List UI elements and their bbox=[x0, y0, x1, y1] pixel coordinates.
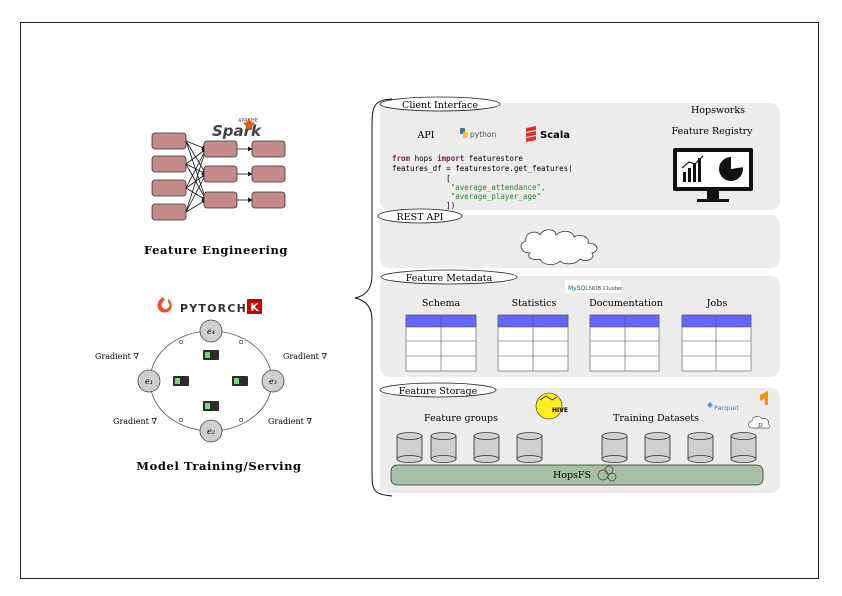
node-e2: e₂ bbox=[207, 427, 215, 436]
hive-label: HIVE bbox=[552, 407, 568, 414]
spark-node bbox=[151, 203, 187, 221]
python-icon bbox=[460, 128, 468, 138]
gradient-label: Gradient ∇ bbox=[268, 417, 312, 426]
spark-node bbox=[251, 191, 286, 209]
column-schema: Schema bbox=[422, 298, 461, 309]
cloud-icon bbox=[520, 229, 598, 265]
code-snippet: from hops import featurestore features_d… bbox=[392, 154, 573, 210]
spark-node bbox=[203, 165, 238, 183]
hive-icon: HIVE bbox=[535, 392, 568, 420]
hopsfs-label: HopsFS bbox=[553, 470, 591, 481]
model-training-label: Model Training/Serving bbox=[136, 459, 301, 473]
scala-icon bbox=[526, 126, 536, 142]
client-title: Client Interface bbox=[402, 100, 478, 111]
parquet-icon bbox=[707, 402, 713, 408]
spark-node bbox=[203, 140, 238, 158]
mysql-badge bbox=[565, 280, 621, 293]
ring-node bbox=[137, 369, 161, 393]
metadata-title: Feature Metadata bbox=[406, 273, 493, 284]
node-e4: e₄ bbox=[207, 327, 215, 336]
disk-icon bbox=[601, 432, 628, 463]
column-documentation: Documentation bbox=[589, 298, 663, 309]
spark-node bbox=[251, 140, 286, 158]
metadata-tables bbox=[405, 314, 752, 372]
code-line: "average_attendance", bbox=[392, 183, 546, 192]
pytorch-logo: PYTORCH K bbox=[157, 297, 262, 315]
ring-node bbox=[261, 369, 285, 393]
node-e3: e₃ bbox=[269, 377, 277, 386]
code-line: ]) bbox=[392, 201, 455, 210]
code-line: "average_player_age" bbox=[392, 192, 541, 201]
spark-node bbox=[203, 191, 238, 209]
gradient-label: Gradient ∇ bbox=[95, 352, 139, 361]
feature-group-disks bbox=[396, 432, 543, 463]
ring-node bbox=[199, 419, 223, 443]
spark-node bbox=[251, 165, 286, 183]
parquet-label: Parquet bbox=[714, 404, 739, 412]
metadata-table bbox=[589, 314, 660, 372]
metadata-table bbox=[497, 314, 569, 372]
keras-text: K bbox=[250, 301, 259, 314]
metadata-table bbox=[405, 314, 477, 372]
spark-node bbox=[151, 132, 187, 150]
hopsfs-icon bbox=[597, 465, 617, 482]
metadata-panel bbox=[380, 276, 780, 377]
rest-title: REST API bbox=[397, 212, 444, 223]
code-line: from hops import featurestore bbox=[392, 154, 523, 163]
disk-icon bbox=[516, 432, 543, 463]
ring-node bbox=[199, 319, 223, 343]
feature-registry-label: Feature Registry bbox=[672, 126, 754, 137]
svg-text:p: p bbox=[758, 421, 763, 429]
gradient-label: Gradient ∇ bbox=[283, 352, 327, 361]
column-jobs: Jobs bbox=[706, 298, 728, 309]
feature-engineering-label: Feature Engineering bbox=[144, 243, 288, 257]
disk-icon bbox=[430, 432, 457, 463]
pytorch-flame-icon bbox=[157, 297, 172, 313]
metadata-table bbox=[681, 314, 752, 372]
figure-frame bbox=[20, 22, 819, 579]
spark-star-icon bbox=[243, 118, 255, 130]
spark-text: Spark bbox=[212, 122, 262, 140]
column-statistics: Statistics bbox=[512, 298, 557, 309]
hopsfs-bar bbox=[390, 464, 764, 486]
storage-title: Feature Storage bbox=[399, 386, 478, 397]
hopsworks-label: Hopsworks bbox=[691, 105, 745, 116]
mysql-label: MySQL bbox=[568, 285, 589, 292]
pytorch-text: PYTORCH bbox=[180, 302, 247, 315]
allreduce-ring: e₄ e₁ e₃ e₂ Gradient ∇ Gradient ∇ Gradie… bbox=[95, 319, 327, 443]
disk-icon bbox=[730, 432, 757, 463]
petastorm-icon: p bbox=[748, 416, 770, 429]
spark-node bbox=[151, 155, 187, 173]
code-line: features_df = featurestore.get_features( bbox=[392, 164, 573, 173]
monitor-icon bbox=[673, 148, 753, 202]
spark-logo: APACHE Spark bbox=[212, 118, 262, 140]
disk-icon bbox=[644, 432, 671, 463]
python-label: python bbox=[470, 130, 496, 139]
gpu-icon bbox=[173, 350, 248, 411]
spark-graph bbox=[185, 140, 253, 213]
scala-label: Scala bbox=[540, 130, 570, 141]
training-datasets-label: Training Datasets bbox=[613, 413, 699, 424]
brace bbox=[354, 98, 393, 497]
spark-nodes bbox=[151, 132, 286, 221]
ndb-label: NDB Cluster bbox=[589, 286, 623, 292]
disk-icon bbox=[396, 432, 423, 463]
disk-icon bbox=[687, 432, 714, 463]
node-e1: e₁ bbox=[145, 377, 153, 386]
disk-icon bbox=[473, 432, 500, 463]
code-line: [ bbox=[392, 174, 451, 183]
api-label: API bbox=[416, 130, 434, 141]
keras-icon bbox=[247, 299, 262, 314]
gradient-label: Gradient ∇ bbox=[113, 417, 157, 426]
training-dataset-disks bbox=[601, 432, 757, 463]
feature-groups-label: Feature groups bbox=[424, 413, 498, 424]
tensorflow-icon bbox=[760, 391, 768, 405]
spark-node bbox=[151, 179, 187, 197]
